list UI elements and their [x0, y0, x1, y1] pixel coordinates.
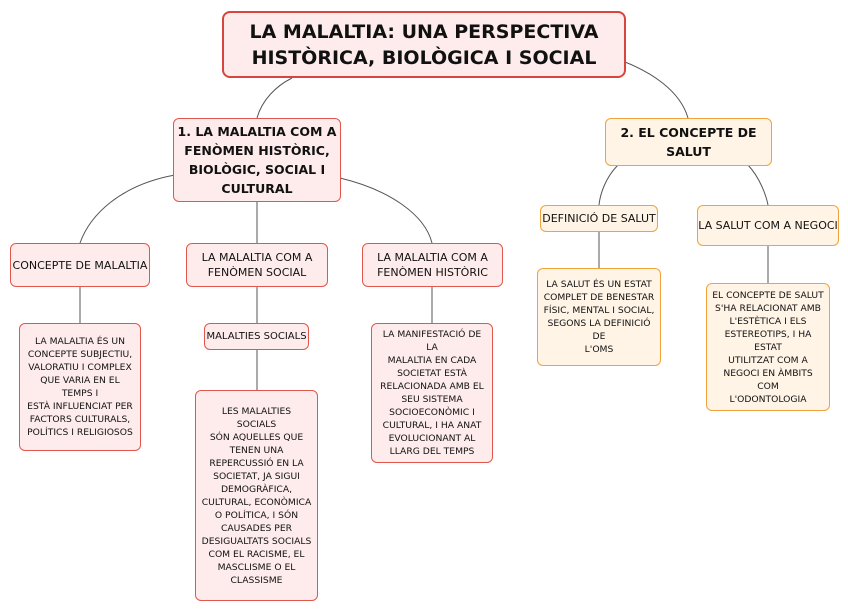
social-text: LES MALALTIES SOCIALS SÓN AQUELLES QUE T…: [201, 405, 312, 586]
link-branch1-concept: [79, 174, 176, 244]
historic-label: LA MALALTIA COM A FENÒMEN HISTÒRIC: [377, 251, 488, 279]
concept-node: CONCEPTE DE MALALTIA: [10, 243, 150, 287]
social-label: LA MALALTIA COM A FENÒMEN SOCIAL: [201, 251, 313, 279]
root-title: LA MALALTIA: UNA PERSPECTIVA HISTÒRICA, …: [222, 11, 626, 78]
concept-description: LA MALALTIA ÉS UN CONCEPTE SUBJECTIU, VA…: [19, 323, 141, 451]
link-branch2-business: [747, 164, 769, 206]
historic-node: LA MALALTIA COM A FENÒMEN HISTÒRIC: [362, 243, 503, 287]
business-text: EL CONCEPTE DE SALUT S'HA RELACIONAT AMB…: [712, 289, 824, 405]
root-title-text: LA MALALTIA: UNA PERSPECTIVA HISTÒRICA, …: [249, 20, 599, 69]
branch1-node: 1. LA MALALTIA COM A FENÒMEN HISTÒRIC, B…: [173, 118, 341, 202]
concept-label: CONCEPTE DE MALALTIA: [12, 258, 148, 272]
historic-text: LA MANIFESTACIÓ DE LA MALALTIA EN CADA S…: [380, 329, 484, 457]
link-branch1-historic: [339, 177, 433, 244]
social-description: LES MALALTIES SOCIALS SÓN AQUELLES QUE T…: [195, 390, 318, 601]
definition-label: DEFINICIÓ DE SALUT: [542, 212, 656, 225]
link-branch2-definition: [598, 164, 619, 206]
social-sub-label: MALALTIES SOCIALS: [206, 331, 307, 342]
concept-text: LA MALALTIA ÉS UN CONCEPTE SUBJECTIU, VA…: [27, 336, 133, 438]
definition-node: DEFINICIÓ DE SALUT: [540, 205, 658, 232]
definition-text: LA SALUT ÉS UN ESTAT COMPLET DE BENESTAR…: [543, 279, 655, 355]
business-description: EL CONCEPTE DE SALUT S'HA RELACIONAT AMB…: [706, 283, 830, 411]
branch1-title: 1. LA MALALTIA COM A FENÒMEN HISTÒRIC, B…: [177, 124, 337, 196]
branch2-node: 2. EL CONCEPTE DE SALUT: [605, 118, 772, 166]
business-label: LA SALUT COM A NEGOCI: [698, 219, 838, 232]
business-node: LA SALUT COM A NEGOCI: [697, 205, 839, 246]
social-subnode: MALALTIES SOCIALS: [204, 323, 309, 350]
link-root-branch1: [256, 77, 293, 119]
branch2-title: 2. EL CONCEPTE DE SALUT: [620, 125, 757, 159]
definition-description: LA SALUT ÉS UN ESTAT COMPLET DE BENESTAR…: [537, 268, 661, 366]
link-root-branch2: [624, 61, 689, 119]
historic-description: LA MANIFESTACIÓ DE LA MALALTIA EN CADA S…: [371, 323, 493, 463]
social-node: LA MALALTIA COM A FENÒMEN SOCIAL: [186, 243, 328, 287]
